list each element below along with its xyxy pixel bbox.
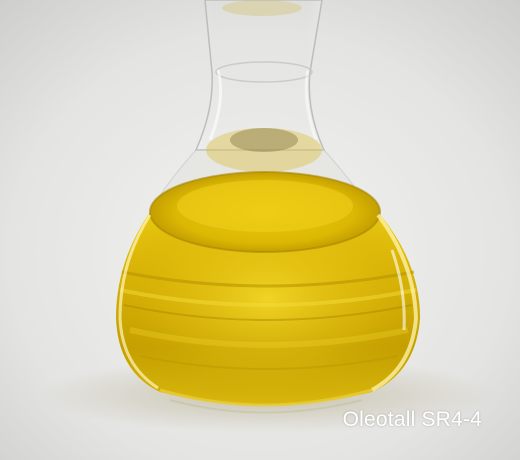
caption-label: Oleotall SR4-4 bbox=[342, 408, 482, 431]
